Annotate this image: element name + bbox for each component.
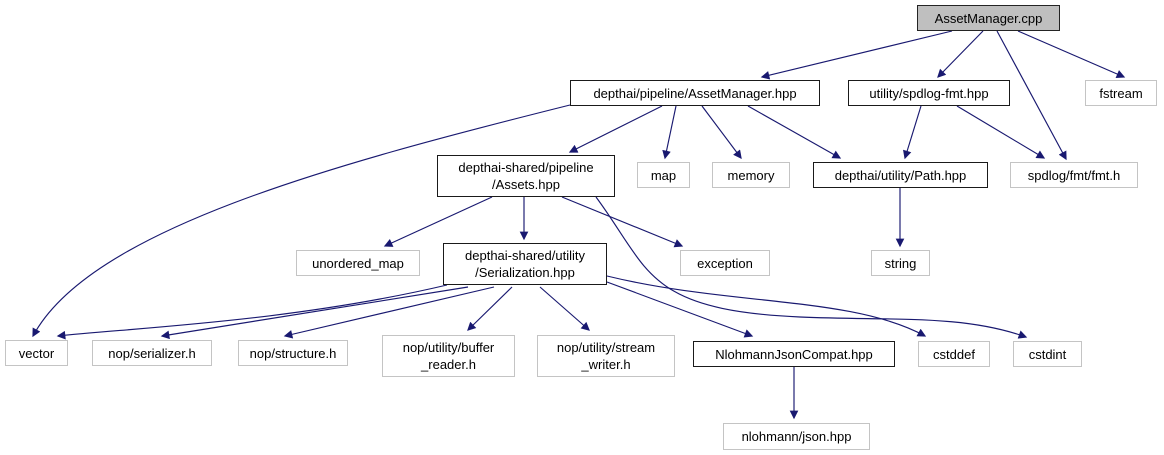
node-memory: memory [712,162,790,188]
node-nlohmann-json-hpp: nlohmann/json.hpp [723,423,870,450]
edge-assets-hpp-to-unordered-map [383,196,493,247]
node-nop-stream-writer: nop/utility/stream _writer.h [537,335,675,377]
edge-assetmanager-hpp-to-map [662,105,677,160]
node-cstddef: cstddef [918,341,990,367]
edge-spdlog-fmt-hpp-to-path-hpp [903,105,922,160]
edge-serialization-hpp-to-nop-serializer-h [160,286,469,340]
node-assetmanager-cpp: AssetManager.cpp [917,5,1060,31]
node-string: string [871,250,930,276]
edge-serialization-hpp-to-nop-buffer-reader [467,286,513,331]
node-assetmanager-hpp[interactable]: depthai/pipeline/AssetManager.hpp [570,80,820,106]
node-path-hpp[interactable]: depthai/utility/Path.hpp [813,162,988,188]
node-label: nop/serializer.h [108,345,196,361]
node-map: map [637,162,690,188]
node-assets-hpp[interactable]: depthai-shared/pipeline/Assets.hpp [437,155,615,197]
edge-assetmanager-cpp-to-fstream [1017,30,1126,79]
edge-assets-hpp-to-cstdint [595,196,1028,339]
node-label: nop/structure.h [249,345,337,361]
edge-assetmanager-cpp-to-spdlog-fmt-hpp [937,30,984,78]
edge-assetmanager-hpp-to-assets-hpp [568,105,663,153]
node-label: spdlog/fmt/fmt.h [1027,167,1121,183]
edge-assetmanager-hpp-to-memory [701,105,742,160]
node-label: string [884,255,917,271]
node-unordered-map: unordered_map [296,250,420,276]
edge-serialization-hpp-to-cstddef [606,275,927,337]
node-label: utility/spdlog-fmt.hpp [869,85,989,101]
node-label: /Assets.hpp [492,177,560,192]
edge-assetmanager-cpp-to-spdlog-fmt-fmt-h [996,30,1067,161]
node-label: map [650,167,677,183]
node-label: vector [18,345,55,361]
node-label: nop/utility/stream [556,340,656,355]
node-label: memory [727,167,775,183]
node-cstdint: cstdint [1013,341,1082,367]
node-label: depthai-shared/utility [465,248,585,263]
edge-serialization-hpp-to-nop-structure-h [283,286,495,339]
node-label: depthai/pipeline/AssetManager.hpp [593,85,797,101]
node-label: _writer.h [581,357,631,372]
node-label: cstddef [933,346,975,362]
node-fstream: fstream [1085,80,1157,106]
node-label: fstream [1099,85,1143,101]
node-nop-structure-h: nop/structure.h [238,340,348,366]
node-serialization-hpp[interactable]: depthai-shared/utility/Serialization.hpp [443,243,607,285]
node-nlohmann-compat[interactable]: NlohmannJsonCompat.hpp [693,341,895,367]
node-label: AssetManager.cpp [934,10,1043,26]
node-label: unordered_map [312,255,404,271]
edge-serialization-hpp-to-vector [56,284,448,340]
node-vector: vector [5,340,68,366]
node-label: /Serialization.hpp [475,265,575,280]
node-nop-serializer-h: nop/serializer.h [92,340,212,366]
node-exception: exception [680,250,770,276]
node-label: nlohmann/json.hpp [741,429,852,444]
node-nop-buffer-reader: nop/utility/buffer _reader.h [382,335,515,377]
edge-assetmanager-hpp-to-vector [32,104,571,338]
node-label: depthai/utility/Path.hpp [834,167,967,183]
edge-spdlog-fmt-hpp-to-spdlog-fmt-fmt-h [956,105,1046,159]
edge-serialization-hpp-to-nlohmann-compat [606,281,754,338]
edge-serialization-hpp-to-nop-stream-writer [539,286,590,331]
node-label: depthai-shared/pipeline [458,160,594,175]
edge-assetmanager-cpp-to-assetmanager-hpp [760,30,953,80]
edge-assets-hpp-to-exception [561,196,684,248]
node-label: NlohmannJsonCompat.hpp [715,346,873,362]
node-spdlog-fmt-hpp[interactable]: utility/spdlog-fmt.hpp [848,80,1010,106]
node-spdlog-fmt-fmt-h: spdlog/fmt/fmt.h [1010,162,1138,188]
node-label: _reader.h [421,357,476,372]
node-label: exception [697,255,753,271]
node-label: cstdint [1028,346,1067,362]
edge-assetmanager-hpp-to-path-hpp [747,105,842,159]
node-label: nop/utility/buffer [402,340,495,355]
